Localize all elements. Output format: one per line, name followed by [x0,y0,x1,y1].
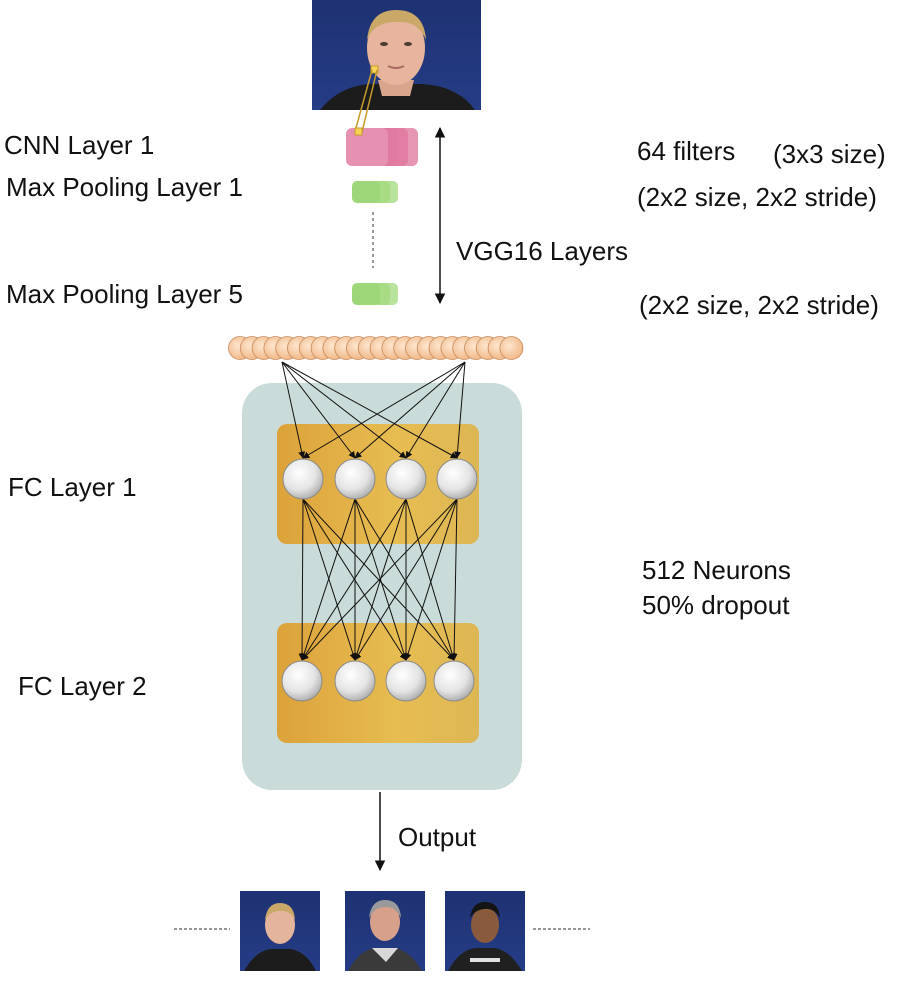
output-label: Output [398,822,477,852]
max-pool-1-blocks [352,181,398,203]
fc-layer-1-neuron [436,458,478,500]
connections [281,361,466,661]
dropout-label: 50% dropout [642,590,790,620]
max-pool-5-label: Max Pooling Layer 5 [6,279,244,309]
fc-layer-1-neuron [385,458,427,500]
pool-1-params-label: (2x2 size, 2x2 stride) [637,182,877,212]
flatten-to-fc1-edge [281,361,356,459]
fc1-to-fc2-edge [298,498,306,661]
fc-layer-2-neuron [433,660,475,702]
fc-layer-2-neuron [385,660,427,702]
fc1-to-fc2-edge [450,498,458,661]
flatten-to-fc1-edge [281,361,306,459]
pool-5-params-label: (2x2 size, 2x2 stride) [639,290,879,320]
flatten-to-fc1-edge [302,361,466,459]
vgg16-layers-label: VGG16 Layers [456,236,628,266]
flatten-node-row [228,336,524,360]
filter-size-label: (3x3 size) [773,139,886,169]
input-face-photo [312,0,481,110]
fc1-to-fc2-edge [300,498,356,661]
fc1-to-fc2-edge [301,498,458,661]
flatten-to-fc1-edge [454,361,466,459]
fc-layer-1-neuron [334,458,376,500]
fc1-to-fc2-edge [404,498,458,661]
fc-layer-2-label: FC Layer 2 [18,671,147,701]
filters-count-label: 64 filters [637,136,736,166]
flatten-node [499,336,524,360]
fc-layer-2-box [277,623,479,743]
output-face-photo-2 [345,891,425,971]
output-face-photo-1 [240,891,320,971]
fc1-to-fc2-edge [354,498,455,661]
max-pool-5-blocks [352,283,398,305]
fc-layer-2-neuron [334,660,376,702]
fc1-to-fc2-edge [301,498,407,661]
fc-layer-1-box [277,424,479,544]
cnn-layer-1-label: CNN Layer 1 [4,130,155,160]
neurons [281,458,478,702]
fc-layer-1-label: FC Layer 1 [8,472,137,502]
fc1-to-fc2-edge [354,498,458,661]
fc1-to-fc2-edge [405,498,456,661]
flatten-to-fc1-edge [281,361,407,459]
fc1-to-fc2-edge [302,498,455,661]
conv-filter-stack [346,69,418,166]
fc-layer-1-neuron [282,458,324,500]
flatten-to-fc1-edge [354,361,466,459]
flatten-to-fc1-edge [405,361,466,459]
neuron-count-label: 512 Neurons [642,555,791,585]
output-face-photo-3 [445,891,525,971]
fc-layer-2-neuron [281,660,323,702]
fc1-to-fc2-edge [353,498,407,661]
flatten-to-fc1-edge [281,361,458,459]
max-pool-1-label: Max Pooling Layer 1 [6,172,244,202]
